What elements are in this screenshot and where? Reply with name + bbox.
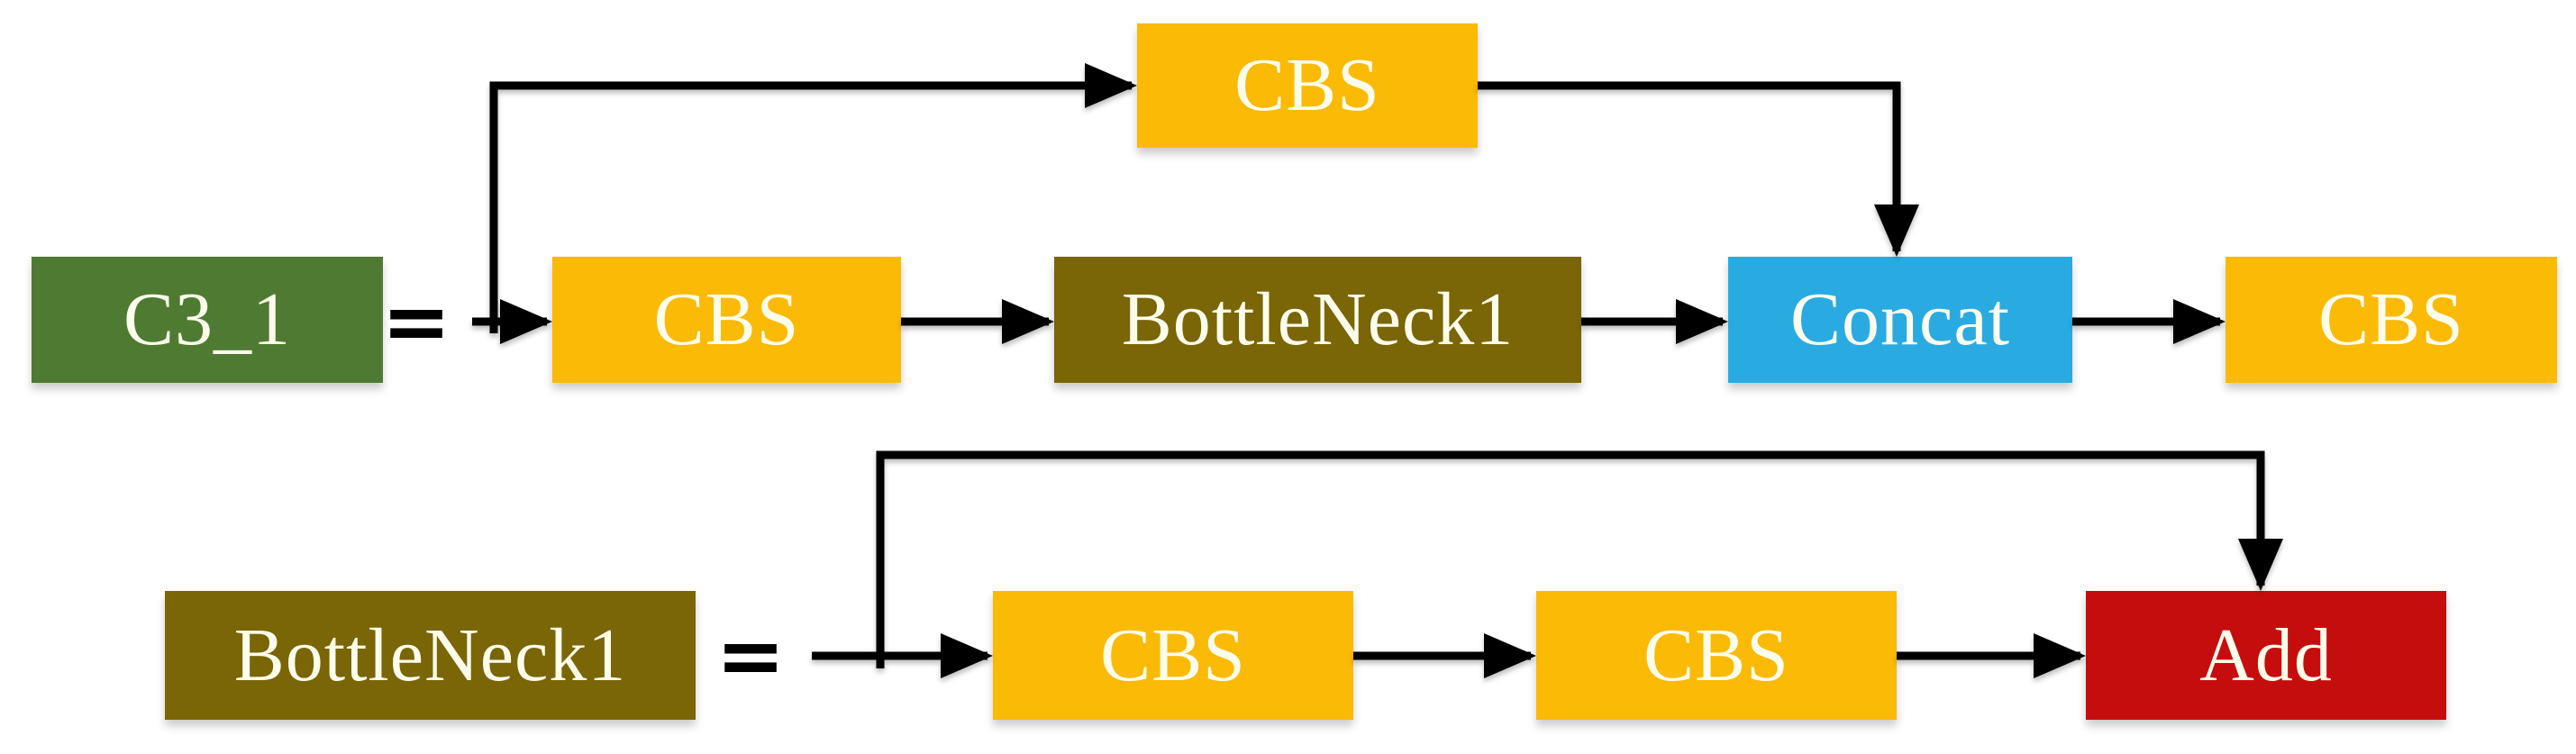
node-cbs-branch: CBS — [1137, 23, 1478, 148]
node-bottleneck1-row1: BottleNeck1 — [1054, 257, 1581, 383]
node-cbs-row2-first: CBS — [993, 591, 1353, 720]
node-cbs-row1-first: CBS — [552, 257, 901, 383]
equals-sign-row1: = — [381, 273, 451, 369]
connector-branchcbs-to-concat — [1478, 81, 1919, 257]
node-bottleneck1-row2: BottleNeck1 — [165, 591, 696, 720]
node-c3-1: C3_1 — [32, 257, 383, 383]
node-cbs-row2-second: CBS — [1536, 591, 1897, 720]
node-concat: Concat — [1728, 257, 2072, 383]
equals-sign-row2: = — [715, 606, 786, 704]
node-cbs-row1-last: CBS — [2226, 257, 2557, 383]
node-add: Add — [2086, 591, 2446, 720]
